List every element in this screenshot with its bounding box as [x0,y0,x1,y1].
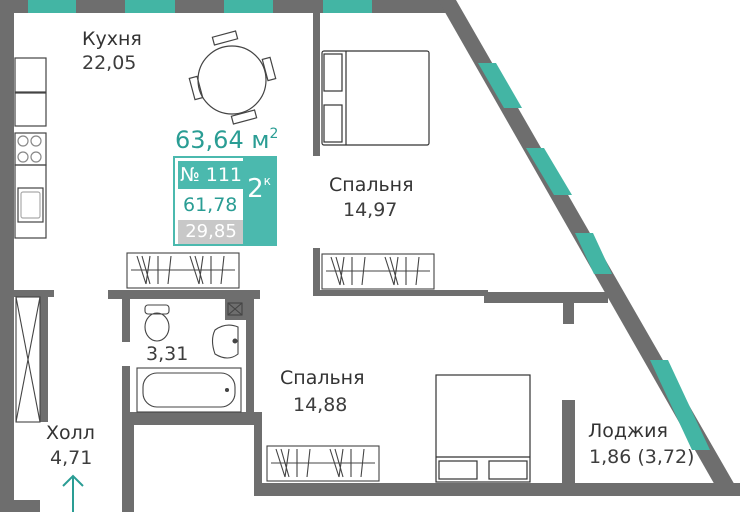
hall-label: Холл [46,422,95,444]
kitchen-furniture [14,30,277,239]
bedroom2-label: Спальня [280,367,365,389]
total-area-value: 63,64 [175,126,244,154]
room-count: 2 [247,174,264,204]
counter-cabinet [14,92,47,127]
partition-kitchen-bedroom1 [313,13,320,156]
bottom-wall [258,483,740,496]
wall-stub [563,296,574,324]
hall-area: 4,71 [50,447,93,469]
chair-1 [211,30,239,46]
bedroom1-area: 14,97 [343,199,398,221]
closet-top-wall [14,290,54,297]
bathroom-top-wall [108,290,260,299]
loggia-area: 1,86 (3,72) [589,446,695,468]
bathroom-bottom-wall [122,412,262,425]
hall-closet [15,296,41,423]
window-top-2 [125,0,175,13]
window-diag-3 [575,233,612,274]
bed-2 [435,374,531,483]
wardrobe-kitchen [126,252,240,289]
kitchen-living-area: 29,85 [178,220,244,244]
bedroom1-bottom-wall [313,290,488,296]
dining-table [197,45,267,115]
total-area-sup: 2 [269,126,279,142]
bedroom1-bottom-wall-2 [484,292,608,303]
room-count-badge: 2к [243,158,275,244]
washbasin [211,324,239,359]
entrance-arrow-icon [62,474,84,512]
apartment-number: № 111 [178,161,244,189]
bedroom2-area: 14,88 [293,394,348,416]
bathtub [142,372,236,408]
wardrobe-bedroom1 [321,253,435,290]
loggia-label: Лоджия [588,420,668,442]
chair-3 [188,75,204,101]
windows [28,0,710,450]
wardrobes [15,252,435,482]
bedroom2-left-wall [254,416,262,496]
living-area: 61,78 [183,194,238,216]
window-diag-1 [478,63,522,108]
chair-4 [230,109,258,125]
loggia-partition [562,400,575,490]
bathroom-fixtures [136,302,243,413]
room-count-sup: к [263,174,271,188]
window-diag-2 [526,148,572,195]
sink-icon [17,187,44,223]
toilet-tank [144,304,170,315]
total-area-unit: м [251,126,270,154]
kitchen-area: 22,05 [82,52,137,74]
bedroom1-label: Спальня [329,174,414,196]
toilet-bowl [144,312,170,342]
hall-bottom-stub [10,500,40,512]
bathtub-frame [136,367,242,413]
window-top-1 [28,0,76,13]
bathroom-area: 3,31 [146,343,189,365]
partition-bedroom1-lower [313,248,320,296]
bathroom-left-wall-lower [122,366,130,426]
vent-icon [227,302,243,316]
wardrobe-bedroom2 [266,445,380,482]
stove-burners-icon [17,135,42,163]
closet-right-wall [40,290,48,422]
window-top-3 [224,0,273,13]
window-diag-4 [650,360,710,450]
sink-counter [14,164,47,239]
window-top-4 [323,0,372,13]
chair-2 [261,56,277,82]
kitchen-label: Кухня [82,28,142,50]
left-wall [0,0,14,512]
apartment-info-card: № 111 61,78 29,85 2к [173,156,277,246]
hall-right-wall [122,412,134,512]
bed-1 [321,50,430,146]
bathroom-right-wall [246,298,254,416]
bathroom-left-wall-upper [122,298,130,342]
fridge [14,57,47,93]
total-area: 63,64 м2 [175,120,278,154]
